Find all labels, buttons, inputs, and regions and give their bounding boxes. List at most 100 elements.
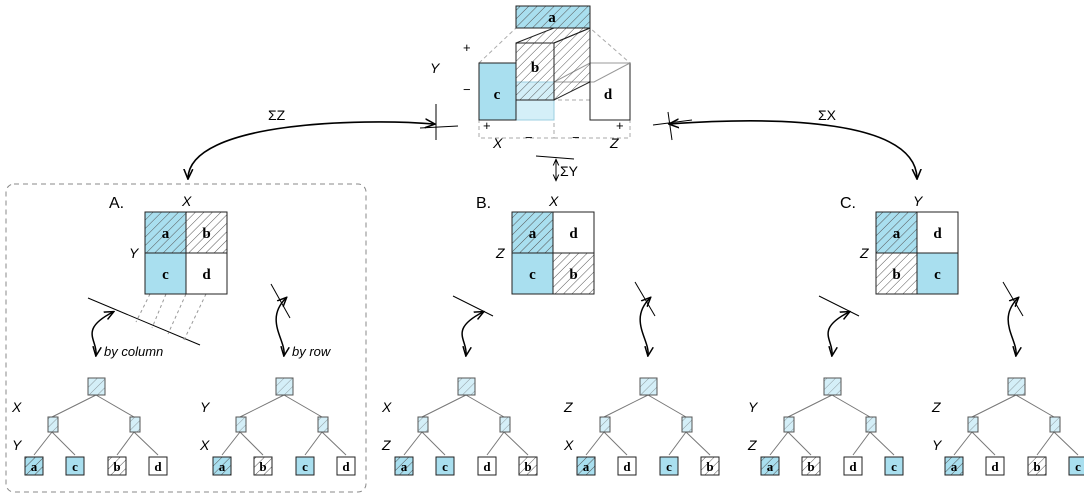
grid-cell-label: d (202, 267, 211, 283)
tree-leaf-d (336, 456, 356, 476)
grid-side-axis-label: Z (495, 245, 505, 261)
tree-leaf-label: d (849, 459, 857, 474)
tree-leaf-d (477, 456, 497, 476)
tree-leaf-label: c (666, 459, 672, 474)
tree-edge (403, 431, 423, 456)
tree-mid-node-hatch (1049, 416, 1061, 433)
slice-line (452, 295, 494, 317)
tree-edge (971, 394, 1017, 418)
cube-z-plus: + (616, 118, 624, 133)
tree-edge (133, 431, 159, 456)
cube-label-a: a (548, 10, 556, 26)
tree-level1-label: Z (931, 399, 941, 415)
cube-z-minus: − (572, 130, 580, 145)
tree-mid-node-hatch (235, 416, 247, 433)
pivot-arrow (275, 298, 286, 355)
tree-leaf-c (659, 456, 679, 476)
tree-leaf-a-hatch (212, 456, 232, 476)
tree-leaf-c (884, 456, 904, 476)
tree-edge (421, 431, 446, 456)
tree-leaf-c (435, 456, 455, 476)
cube-label-c: c (494, 87, 501, 103)
grid-side-axis-label: Z (859, 245, 869, 261)
tree-leaf-label: b (113, 459, 120, 474)
tree-level2-label: Y (932, 437, 943, 453)
tree-root-node-hatch (1007, 377, 1026, 396)
tree-leaf-label: a (31, 459, 38, 474)
cube-axis-x: X (492, 135, 503, 151)
grid-cell-c (916, 252, 959, 295)
pivot-arrow (1007, 298, 1018, 355)
tree-level2-label: X (563, 437, 574, 453)
panel-title: C. (840, 195, 856, 212)
grid-side-axis-label: Y (129, 245, 140, 261)
tree-edge (787, 394, 833, 418)
tree-leaf-label: c (72, 459, 78, 474)
tree-edge (486, 431, 505, 456)
panel-title: B. (476, 195, 491, 212)
tree-mid-node-hatch (783, 416, 795, 433)
sum-y-arrow: ΣY (535, 155, 579, 180)
cube: d c b a Y + − X + − Z + − (430, 5, 631, 151)
tree-edge (503, 431, 529, 456)
grid-cell-b-hatch (552, 252, 595, 295)
tree-leaf-label: b (706, 459, 713, 474)
pivot-arrow (639, 298, 650, 355)
sum-z-arrow: ΣZ (188, 104, 459, 178)
pivot-arrow (461, 312, 483, 355)
tree-edge (465, 394, 505, 418)
tree-level1-label: X (381, 399, 392, 415)
tree-level1-label: Z (563, 399, 573, 415)
tree-edge (33, 431, 53, 456)
tree-leaf-b-hatch (1027, 456, 1047, 476)
grid-top-axis-label: X (548, 193, 559, 209)
tree-edge (421, 394, 467, 418)
tree-edge (787, 431, 812, 456)
tree-edge (869, 431, 895, 456)
tree-edge (852, 431, 871, 456)
tree-mid-node-hatch (865, 416, 877, 433)
cube-x-plus: + (483, 118, 491, 133)
slice-line (1002, 281, 1024, 317)
sum-x-label: ΣX (818, 107, 837, 123)
tree-leaf-label: d (623, 459, 631, 474)
tree-edge (1036, 431, 1055, 456)
tree-leaf-label: a (767, 459, 774, 474)
tree-leaf-label: c (302, 459, 308, 474)
grid-cell-label: a (162, 226, 170, 242)
grid-cell-c (144, 252, 187, 295)
cube-x-minus: − (525, 130, 533, 145)
grid-cell-label: d (933, 226, 942, 242)
cube-cell-b: b (515, 27, 591, 101)
tree-leaf-b-hatch (253, 456, 273, 476)
grid-cell-label: b (892, 267, 900, 283)
slice-line (634, 281, 656, 317)
grid-top-axis-label: Y (913, 193, 924, 209)
tree-leaf-d (148, 456, 168, 476)
tree-leaf-label: d (991, 459, 999, 474)
tree-leaf-label: c (442, 459, 448, 474)
tree-leaf-c (65, 456, 85, 476)
tree-edge (585, 431, 605, 456)
tree-level2-label: Z (381, 437, 391, 453)
tree-root-node-hatch (457, 377, 476, 396)
tree-edge (221, 431, 241, 456)
tree-edge (321, 431, 347, 456)
tree-leaf-d (617, 456, 637, 476)
tree-leaf-label: a (951, 459, 958, 474)
tree-level2-label: Z (747, 437, 757, 453)
tree-root-node-hatch (823, 377, 842, 396)
panel-a-projection (87, 283, 291, 346)
tree-level1-label: Y (200, 399, 211, 415)
tree-leaf-b-hatch (801, 456, 821, 476)
tree-edge (953, 431, 973, 456)
tree-leaf-a-hatch (24, 456, 44, 476)
tree-edge (603, 394, 649, 418)
